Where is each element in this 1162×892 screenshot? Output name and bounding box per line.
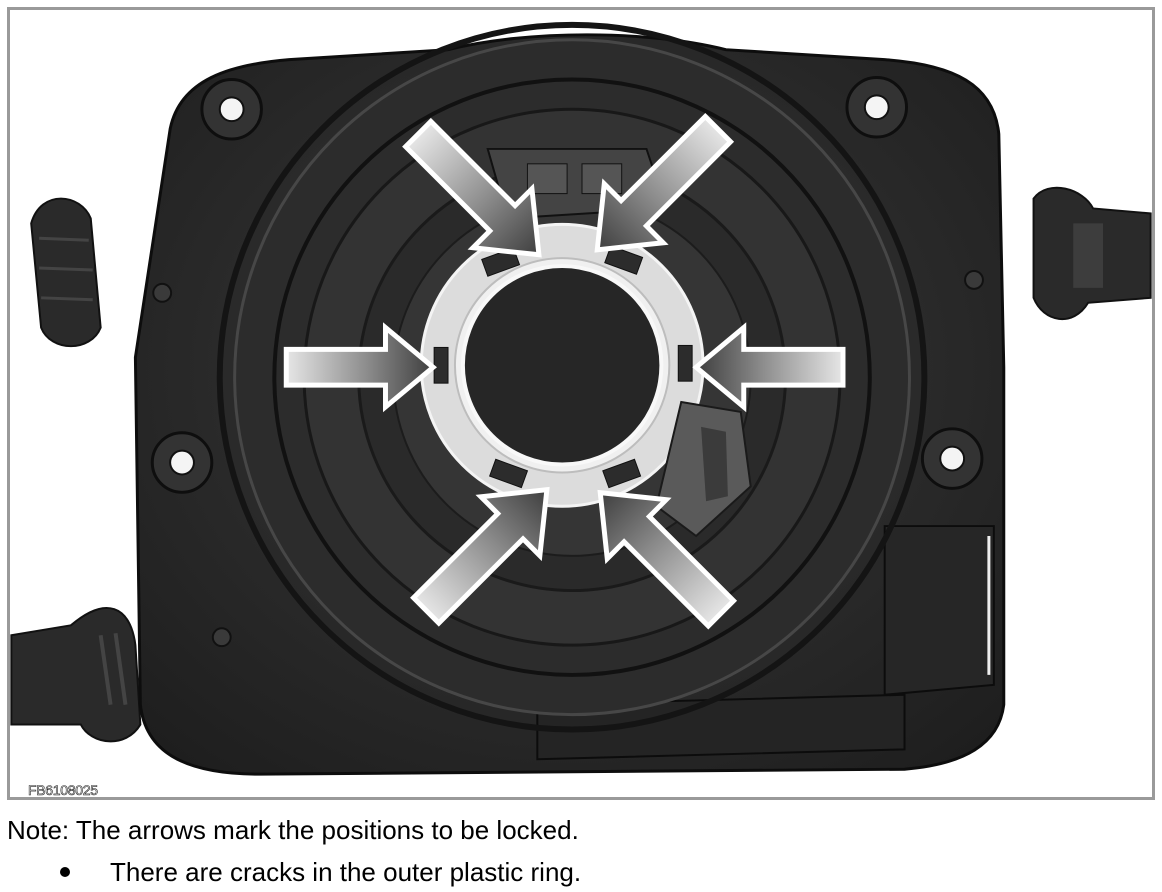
list-item-text: There are cracks in the outer plastic ri… bbox=[110, 857, 582, 887]
clockspring-figure: FB6108025 bbox=[7, 7, 1155, 800]
left-stalk-upper bbox=[30, 197, 102, 348]
figure-id-label: FB6108025 bbox=[28, 782, 99, 798]
arrow-bottom-left bbox=[410, 486, 550, 627]
arrow-bottom-right bbox=[597, 489, 738, 630]
right-stalk bbox=[1032, 186, 1152, 320]
arrows bbox=[283, 112, 846, 630]
note-text: Note: The arrows mark the positions to b… bbox=[7, 815, 579, 845]
arrow-top-left bbox=[402, 117, 542, 258]
left-stalk-lower bbox=[10, 607, 142, 743]
list-item: There are cracks in the outer plastic ri… bbox=[60, 856, 581, 888]
outer-plastic-ring bbox=[419, 222, 752, 538]
arrow-right bbox=[692, 322, 846, 413]
arrow-left bbox=[283, 322, 438, 413]
clockspring-illustration bbox=[10, 21, 1152, 776]
arrow-top-right bbox=[594, 112, 735, 253]
bullet-icon bbox=[60, 867, 70, 878]
